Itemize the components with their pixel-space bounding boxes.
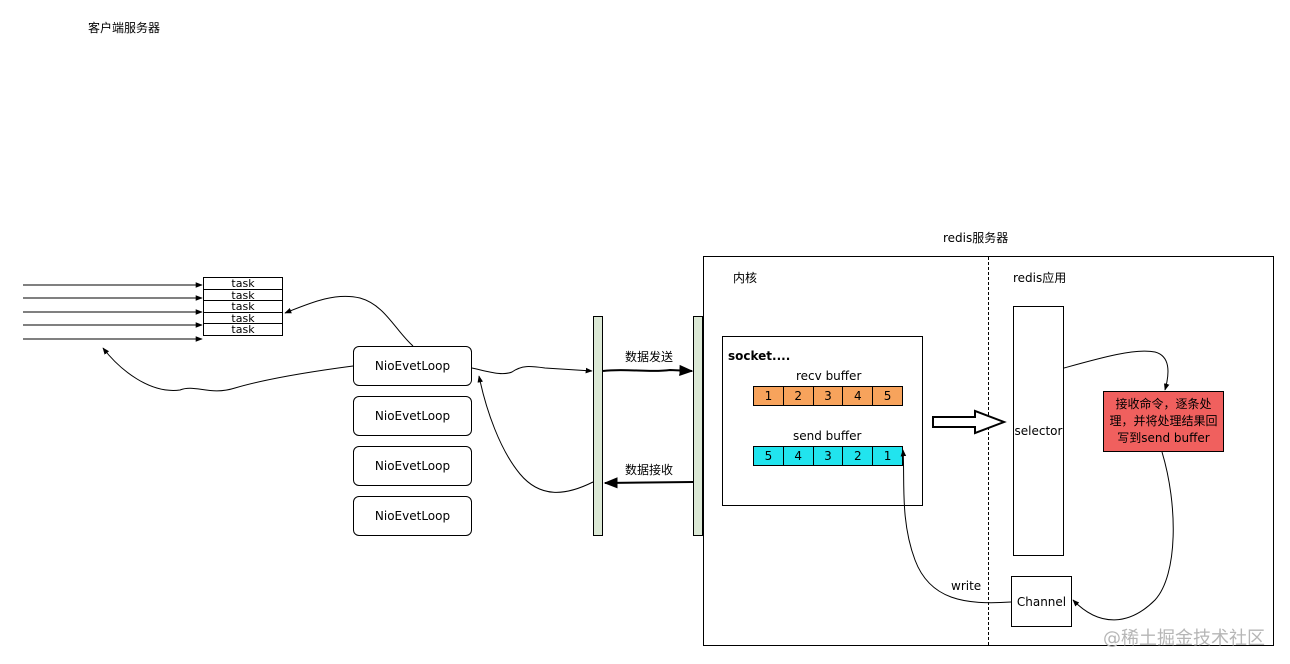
server-network-bar xyxy=(693,316,703,536)
event-loop-3: NioEvetLoop xyxy=(353,446,472,486)
send-buffer-cell: 2 xyxy=(843,447,874,465)
network-to-loop-arrow xyxy=(477,375,594,493)
note-to-channel-arrow xyxy=(1072,451,1174,621)
recv-buffer-cell: 5 xyxy=(883,389,892,403)
send-buffer-label: send buffer xyxy=(793,429,862,443)
recv-buffer-cell: 4 xyxy=(843,387,874,405)
watermark: @稀土掘金技术社区 xyxy=(1103,628,1265,649)
redis-server-box xyxy=(703,256,1274,646)
kernel-to-app-arrow xyxy=(932,409,1007,435)
send-buffer-cell: 5 xyxy=(754,447,784,465)
send-buffer-cell: 1 xyxy=(883,449,892,463)
receive-data-label: 数据接收 xyxy=(625,463,674,477)
channel-box: Channel xyxy=(1011,576,1072,627)
recv-buffer: 1 2 3 4 5 xyxy=(753,386,903,406)
selector-to-note-arrow xyxy=(1063,350,1170,391)
socket-box xyxy=(722,336,923,506)
process-note: 接收命令，逐条处理，并将处理结果回写到send buffer xyxy=(1103,391,1224,452)
send-buffer: 5 4 3 2 1 xyxy=(753,446,903,466)
client-server-title: 客户端服务器 xyxy=(88,21,161,35)
event-loop-1: NioEvetLoop xyxy=(353,346,472,386)
event-loop-4: NioEvetLoop xyxy=(353,496,472,536)
recv-buffer-cell: 2 xyxy=(784,387,814,405)
selector-box: selector xyxy=(1013,306,1064,556)
data-send-arrow xyxy=(602,364,694,377)
client-network-bar xyxy=(593,316,603,536)
kernel-label: 内核 xyxy=(733,271,758,285)
recv-buffer-cell: 3 xyxy=(814,387,844,405)
kernel-app-divider xyxy=(988,257,989,645)
send-data-label: 数据发送 xyxy=(625,350,674,364)
loop-to-task-arrow xyxy=(284,295,414,347)
write-arrow xyxy=(900,449,1012,604)
recv-buffer-cell: 1 xyxy=(754,387,784,405)
redis-server-title: redis服务器 xyxy=(943,231,1009,245)
socket-label: socket.... xyxy=(728,349,791,363)
send-buffer-cell: 4 xyxy=(784,447,814,465)
redis-app-label: redis应用 xyxy=(1013,271,1067,285)
loop-to-client-arrow xyxy=(102,347,354,392)
data-receive-arrow xyxy=(603,477,694,489)
send-buffer-cell: 3 xyxy=(814,447,844,465)
event-loop-2: NioEvetLoop xyxy=(353,396,472,436)
task-queue: task task task task task xyxy=(203,277,283,336)
loop-to-network-arrow xyxy=(471,366,593,375)
task-item: task xyxy=(203,323,283,336)
recv-buffer-label: recv buffer xyxy=(796,369,862,383)
write-label: write xyxy=(951,579,982,593)
